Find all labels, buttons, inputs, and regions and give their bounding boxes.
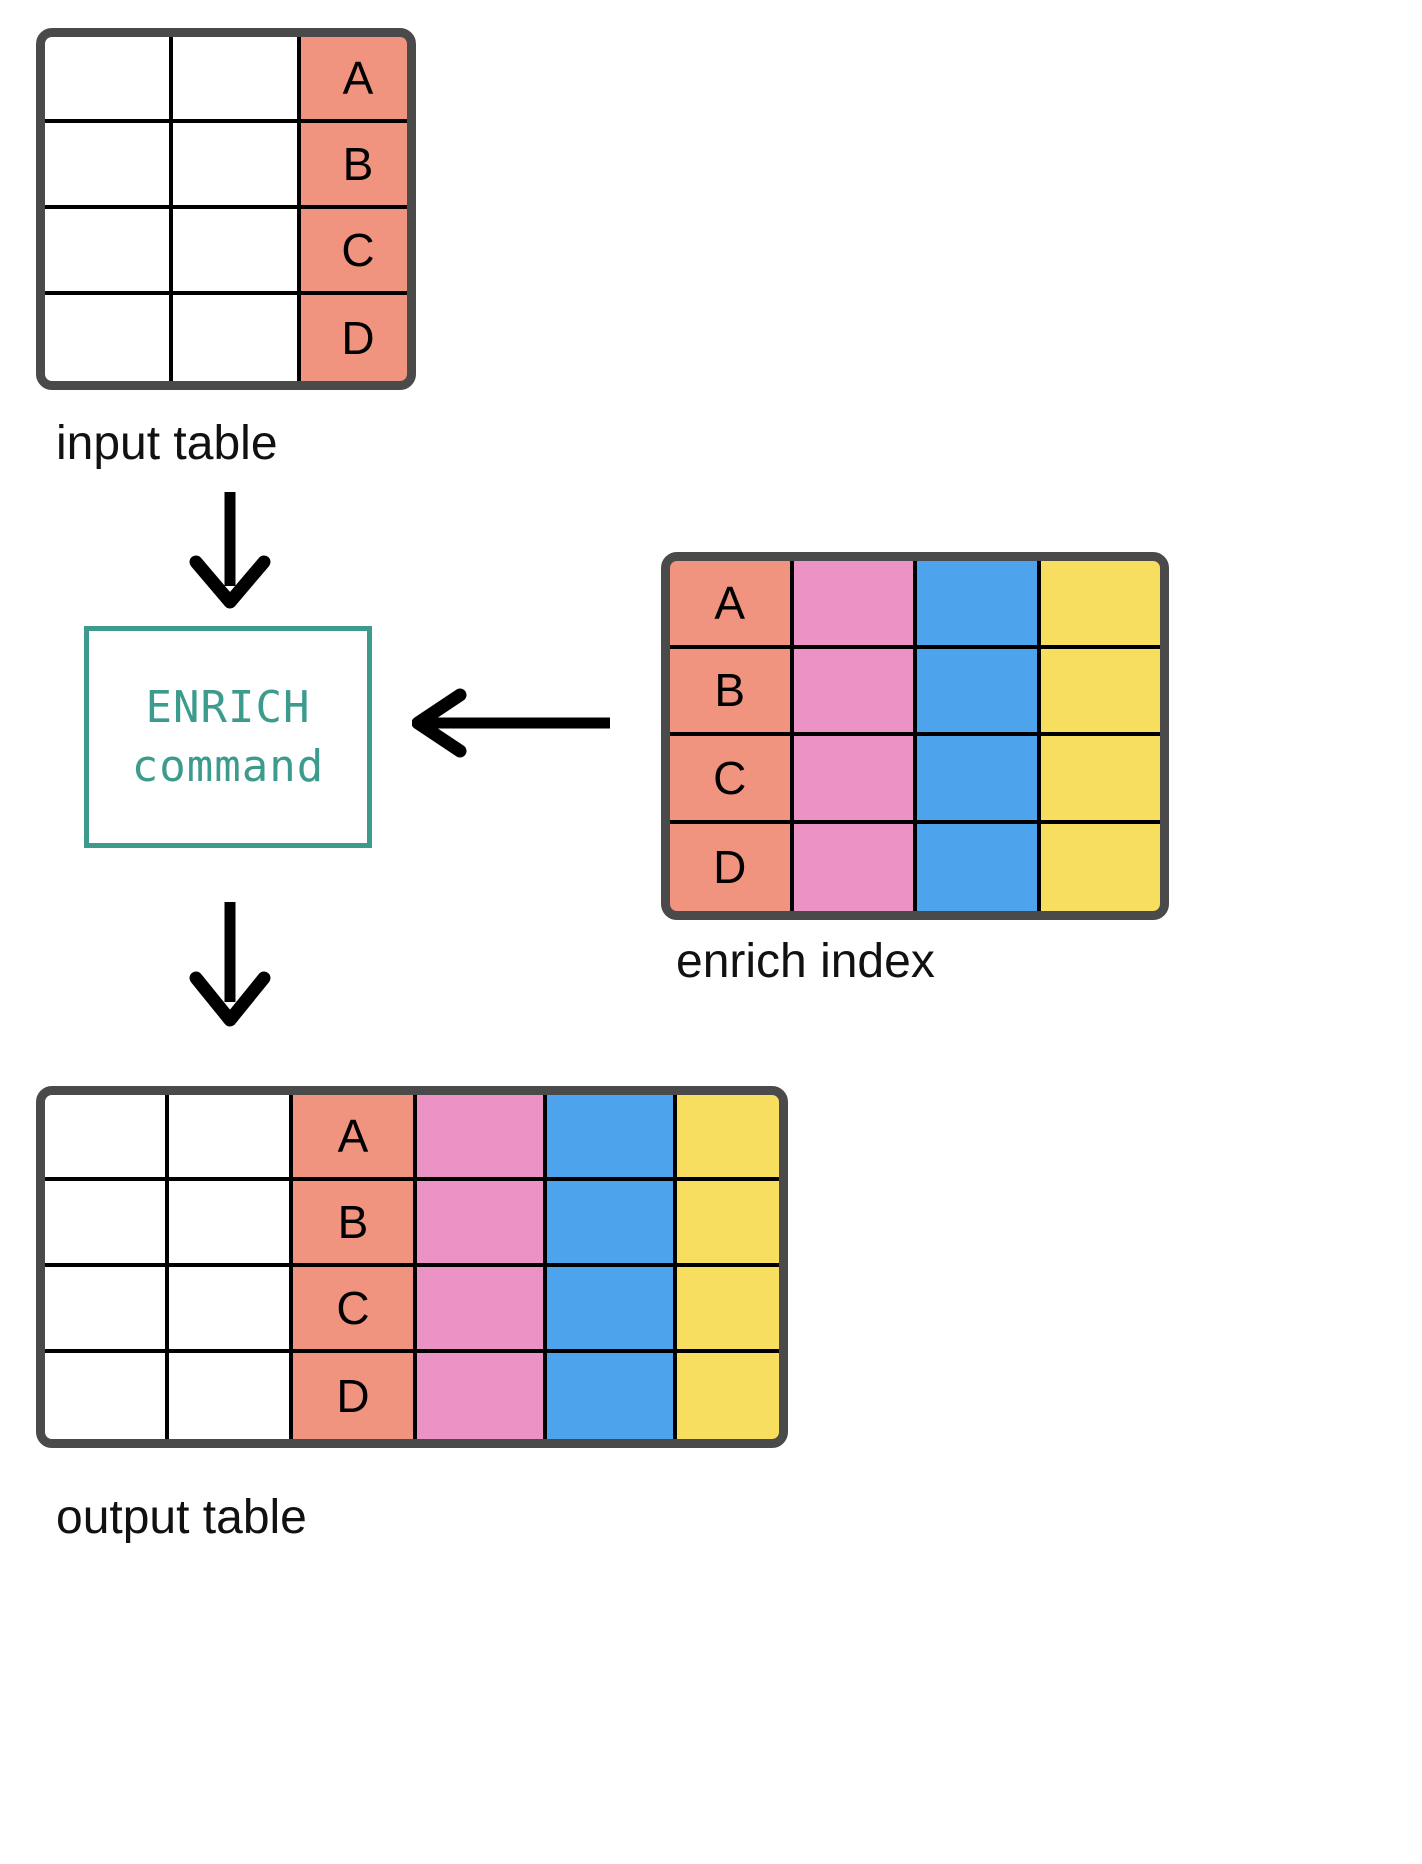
output-table-caption: output table <box>56 1491 307 1544</box>
input-table: A B C D <box>36 28 416 390</box>
output-table: A B C D <box>36 1086 788 1448</box>
table-row: C <box>670 736 1160 824</box>
enrich-cell-pink <box>793 736 917 824</box>
enrich-cell-blue <box>917 561 1041 649</box>
enrich-command-line-2: command <box>131 741 325 792</box>
table-row: D <box>45 295 407 381</box>
input-cell-key: D <box>301 295 407 381</box>
output-cell-blank <box>45 1353 169 1439</box>
enrich-cell-yellow <box>1040 823 1160 911</box>
enrich-cell-key: B <box>670 648 794 736</box>
enrich-cell-blue <box>917 823 1041 911</box>
input-cell-blank <box>173 37 301 123</box>
input-cell-blank <box>173 295 301 381</box>
table-row: A <box>670 561 1160 649</box>
enrich-cell-key: D <box>670 823 794 911</box>
output-cell-blank <box>169 1181 293 1267</box>
arrow-command-to-output-icon <box>189 902 271 1027</box>
output-cell-yellow <box>677 1353 779 1439</box>
enrich-command-box[interactable]: ENRICH command <box>84 626 372 848</box>
input-cell-key: B <box>301 123 407 209</box>
output-cell-blank <box>45 1095 169 1181</box>
output-cell-blank <box>169 1267 293 1353</box>
table-row: A <box>45 1095 779 1181</box>
output-cell-pink <box>417 1181 547 1267</box>
enrich-cell-pink <box>793 648 917 736</box>
output-cell-key: A <box>293 1095 417 1181</box>
output-cell-blank <box>45 1181 169 1267</box>
enrich-index-caption: enrich index <box>676 935 935 988</box>
output-cell-yellow <box>677 1267 779 1353</box>
enrich-command-line-1: ENRICH <box>145 681 311 733</box>
table-row: B <box>670 648 1160 736</box>
table-row: D <box>670 823 1160 911</box>
output-cell-blue <box>547 1267 677 1353</box>
enrich-cell-blue <box>917 736 1041 824</box>
table-row: A <box>45 37 407 123</box>
enrich-cell-yellow <box>1040 736 1160 824</box>
output-cell-blue <box>547 1095 677 1181</box>
input-cell-key: C <box>301 209 407 295</box>
output-cell-yellow <box>677 1095 779 1181</box>
table-row: B <box>45 123 407 209</box>
input-cell-blank <box>45 123 173 209</box>
output-cell-blank <box>45 1267 169 1353</box>
output-cell-key: D <box>293 1353 417 1439</box>
table-row: D <box>45 1353 779 1439</box>
input-cell-blank <box>173 123 301 209</box>
output-cell-blue <box>547 1353 677 1439</box>
output-cell-key: C <box>293 1267 417 1353</box>
output-cell-pink <box>417 1267 547 1353</box>
output-cell-pink <box>417 1095 547 1181</box>
input-table-caption: input table <box>56 417 278 470</box>
output-cell-pink <box>417 1353 547 1439</box>
output-cell-blue <box>547 1181 677 1267</box>
arrow-input-to-command-icon <box>189 492 271 609</box>
input-cell-blank <box>173 209 301 295</box>
enrich-cell-pink <box>793 823 917 911</box>
input-cell-blank <box>45 295 173 381</box>
enrich-cell-key: A <box>670 561 794 649</box>
enrich-index-table: A B C D <box>661 552 1169 920</box>
input-cell-blank <box>45 37 173 123</box>
output-cell-yellow <box>677 1181 779 1267</box>
table-row: C <box>45 209 407 295</box>
table-row: C <box>45 1267 779 1353</box>
table-row: B <box>45 1181 779 1267</box>
input-cell-key: A <box>301 37 407 123</box>
enrich-cell-key: C <box>670 736 794 824</box>
enrich-cell-yellow <box>1040 648 1160 736</box>
enrich-cell-pink <box>793 561 917 649</box>
arrow-enrich-index-to-command-icon <box>412 688 610 758</box>
output-cell-blank <box>169 1095 293 1181</box>
output-cell-blank <box>169 1353 293 1439</box>
input-cell-blank <box>45 209 173 295</box>
enrich-cell-blue <box>917 648 1041 736</box>
enrich-cell-yellow <box>1040 561 1160 649</box>
output-cell-key: B <box>293 1181 417 1267</box>
